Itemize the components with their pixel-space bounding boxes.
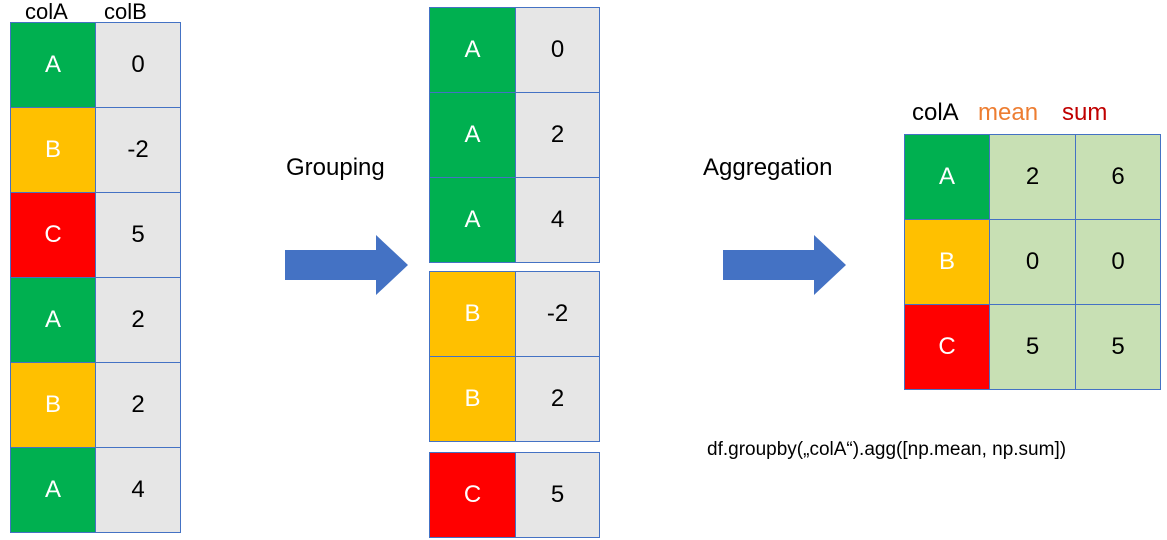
result-row-2-colA: B <box>904 219 990 305</box>
source-row-6-colB: 4 <box>95 447 181 533</box>
source-row-3-colA: C <box>10 192 96 278</box>
group-A-row-2-colA: A <box>429 92 516 178</box>
result-header-sum: sum <box>1062 99 1108 126</box>
result-row-3-colA: C <box>904 304 990 390</box>
source-row-6-colA: A <box>10 447 96 533</box>
source-header-colA: colA <box>25 0 68 24</box>
group-B-row-2-colA: B <box>429 356 516 442</box>
group-A-row-3-colA: A <box>429 177 516 263</box>
result-row-1-sum: 6 <box>1075 134 1161 220</box>
result-row-3-mean: 5 <box>989 304 1076 390</box>
group-A-row-1-colB: 0 <box>515 7 600 93</box>
grouping-label: Grouping <box>286 154 385 181</box>
aggregation-label: Aggregation <box>703 154 833 181</box>
source-row-2-colA: B <box>10 107 96 193</box>
group-A-row-1-colA: A <box>429 7 516 93</box>
result-row-1-mean: 2 <box>989 134 1076 220</box>
group-A-row-2-colB: 2 <box>515 92 600 178</box>
group-C-row-1-colB: 5 <box>515 452 600 538</box>
source-row-1-colB: 0 <box>95 22 181 108</box>
result-row-2-sum: 0 <box>1075 219 1161 305</box>
result-header-mean: mean <box>978 99 1039 126</box>
result-row-3-sum: 5 <box>1075 304 1161 390</box>
group-A-row-3-colB: 4 <box>515 177 600 263</box>
source-row-5-colA: B <box>10 362 96 448</box>
source-header-colB: colB <box>104 0 147 24</box>
source-row-5-colB: 2 <box>95 362 181 448</box>
aggregation-arrow-icon <box>723 235 846 295</box>
source-row-4-colB: 2 <box>95 277 181 363</box>
group-B-row-2-colB: 2 <box>515 356 600 442</box>
grouping-arrow-shape <box>285 235 408 295</box>
code-snippet: df.groupby(„colA“).agg([np.mean, np.sum]… <box>707 439 1067 460</box>
source-row-1-colA: A <box>10 22 96 108</box>
source-row-4-colA: A <box>10 277 96 363</box>
result-header-colA: colA <box>912 99 959 126</box>
group-C-row-1-colA: C <box>429 452 516 538</box>
source-row-2-colB: -2 <box>95 107 181 193</box>
grouping-arrow-icon <box>285 235 408 295</box>
aggregation-arrow-shape <box>723 235 846 295</box>
result-row-1-colA: A <box>904 134 990 220</box>
result-row-2-mean: 0 <box>989 219 1076 305</box>
group-B-row-1-colB: -2 <box>515 271 600 357</box>
source-row-3-colB: 5 <box>95 192 181 278</box>
group-B-row-1-colA: B <box>429 271 516 357</box>
